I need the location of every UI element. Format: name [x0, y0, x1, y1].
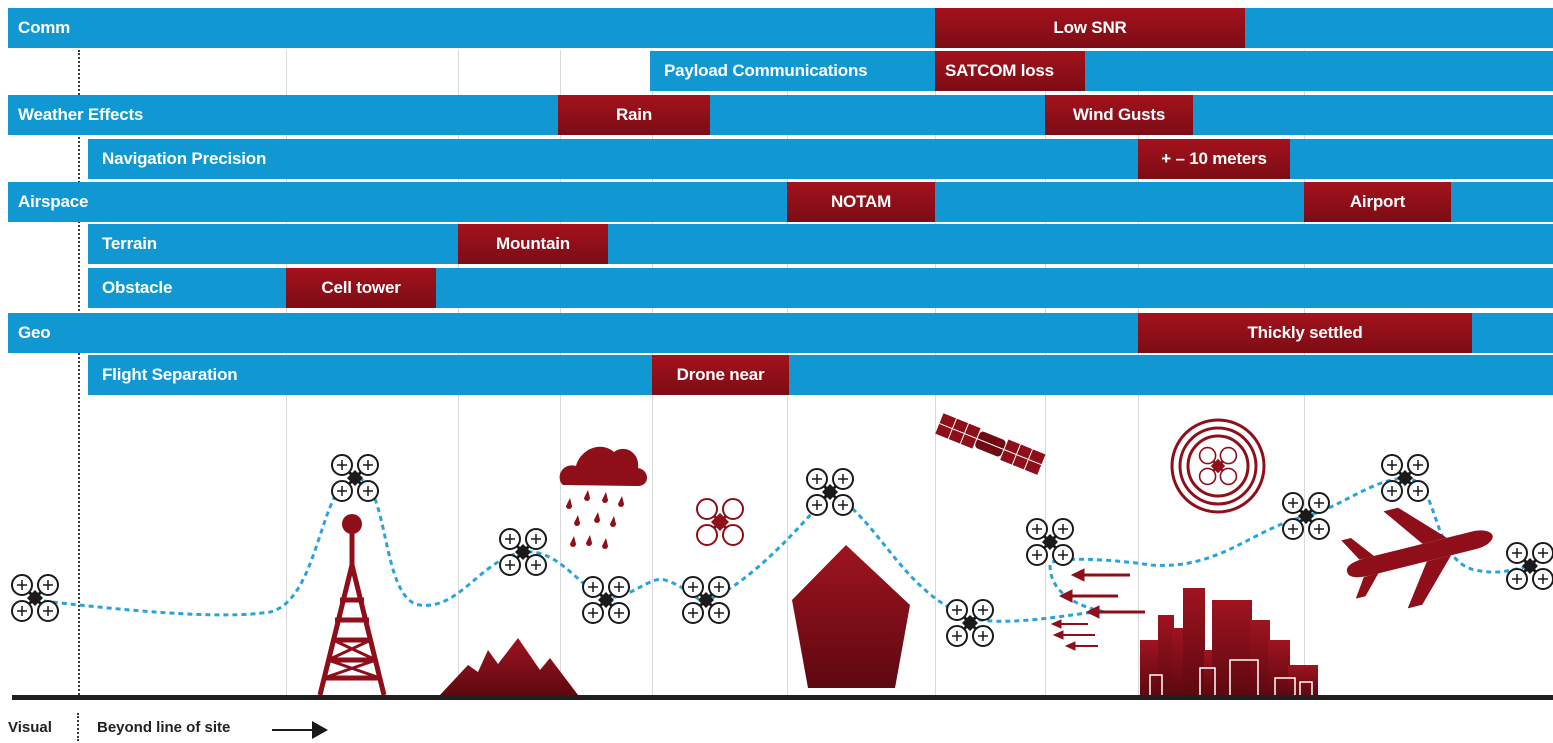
- drone-icon: [581, 575, 631, 625]
- row-label: Navigation Precision: [102, 149, 267, 168]
- arrow-right-icon: [272, 721, 328, 739]
- drone-icon: [1025, 517, 1075, 567]
- row-airspace: Airspace: [8, 182, 1553, 222]
- row-label: Weather Effects: [18, 105, 144, 124]
- hazard-block: Thickly settled: [1138, 313, 1472, 353]
- row-label: Geo: [18, 323, 51, 342]
- obstacle-pentagon-icon: [792, 545, 910, 688]
- hazard-block: + – 10 meters: [1138, 139, 1290, 179]
- cell-tower-icon: [317, 514, 387, 696]
- drone-icon: [681, 575, 731, 625]
- row-weather: Weather Effects: [8, 95, 1553, 135]
- row-flight: Flight Separation: [88, 355, 1553, 395]
- drone-icon: [1281, 491, 1331, 541]
- row-nav: Navigation Precision: [88, 139, 1553, 179]
- rain-cloud-icon: [559, 446, 647, 549]
- hazard-block: Rain: [558, 95, 710, 135]
- row-label: Comm: [18, 18, 71, 37]
- drone-icon: [10, 573, 60, 623]
- hazard-block: Cell tower: [286, 268, 436, 308]
- flight-path: [34, 476, 1531, 623]
- bvlos-label: Beyond line of site: [97, 719, 231, 736]
- hazard-block: SATCOM loss: [935, 51, 1085, 91]
- row-label: Payload Communications: [664, 61, 868, 80]
- satellite-icon: [935, 413, 1046, 475]
- footer-divider: [77, 713, 79, 741]
- hazard-block: NOTAM: [787, 182, 935, 222]
- hazard-block: Low SNR: [935, 8, 1245, 48]
- drone-near-icon: [695, 497, 745, 547]
- row-label: Airspace: [18, 192, 89, 211]
- drone-icon: [1505, 541, 1553, 591]
- row-label: Terrain: [102, 234, 157, 253]
- row-payload: Payload Communications: [650, 51, 1553, 91]
- hazard-block: Airport: [1304, 182, 1451, 222]
- wind-arrows-icon: [1050, 568, 1145, 651]
- airplane-icon: [1341, 507, 1493, 609]
- drone-icon: [1380, 453, 1430, 503]
- hazard-block: Drone near: [652, 355, 789, 395]
- row-comm: Comm: [8, 8, 1553, 48]
- ground-line: [12, 695, 1553, 700]
- drone-icon: [330, 453, 380, 503]
- line-of-sight-boundary: [78, 50, 80, 698]
- city-skyline-icon: [1140, 588, 1318, 695]
- mountain-icon: [440, 638, 578, 695]
- row-label: Flight Separation: [102, 365, 238, 384]
- visual-label: Visual: [8, 719, 52, 736]
- hazard-block: Mountain: [458, 224, 608, 264]
- row-terrain: Terrain: [88, 224, 1553, 264]
- airport-target-icon: [1170, 418, 1266, 514]
- drone-icon: [805, 467, 855, 517]
- hazard-block: Wind Gusts: [1045, 95, 1193, 135]
- drone-icon: [945, 598, 995, 648]
- row-label: Obstacle: [102, 278, 173, 297]
- drone-icons: [10, 453, 1553, 648]
